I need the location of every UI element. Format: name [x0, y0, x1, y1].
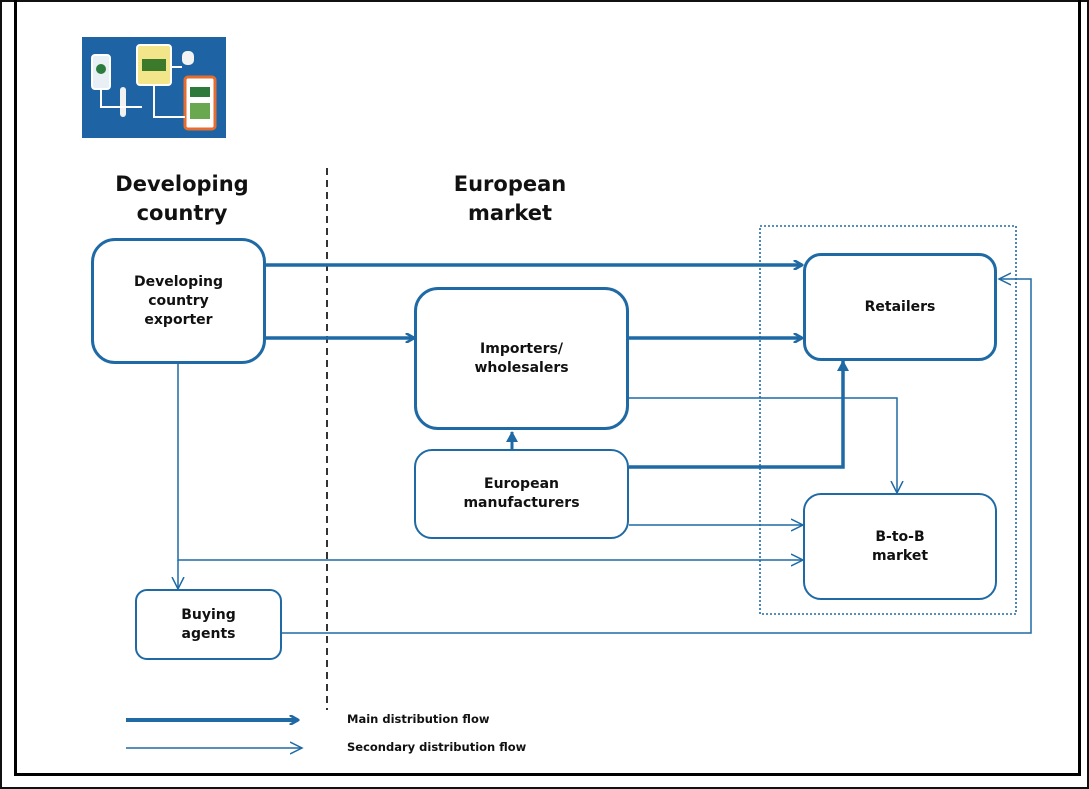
- flow-agents-retailers: [282, 279, 1032, 634]
- heading-european-market: European market: [453, 172, 567, 225]
- node-developing-country-exporter: Developing country exporter: [91, 238, 266, 364]
- heading-developing-country: Developing country: [115, 172, 249, 225]
- node-retailers: Retailers: [803, 253, 997, 361]
- flow-importers-b2b: [629, 397, 897, 493]
- node-b2b-market: B-to-B market: [803, 493, 997, 600]
- legend-main-label: Main distribution flow: [347, 712, 490, 726]
- retail-group-boundary: [759, 225, 1017, 615]
- legend-secondary-label: Secondary distribution flow: [347, 740, 527, 754]
- node-importers-wholesalers: Importers/ wholesalers: [414, 287, 629, 430]
- flow-manufacturers-retailers: [629, 360, 849, 469]
- value-chain-logo-icon: [82, 37, 226, 138]
- node-buying-agents: Buying agents: [135, 589, 282, 660]
- node-european-manufacturers: European manufacturers: [414, 449, 629, 539]
- inner-frame: [14, 0, 1081, 776]
